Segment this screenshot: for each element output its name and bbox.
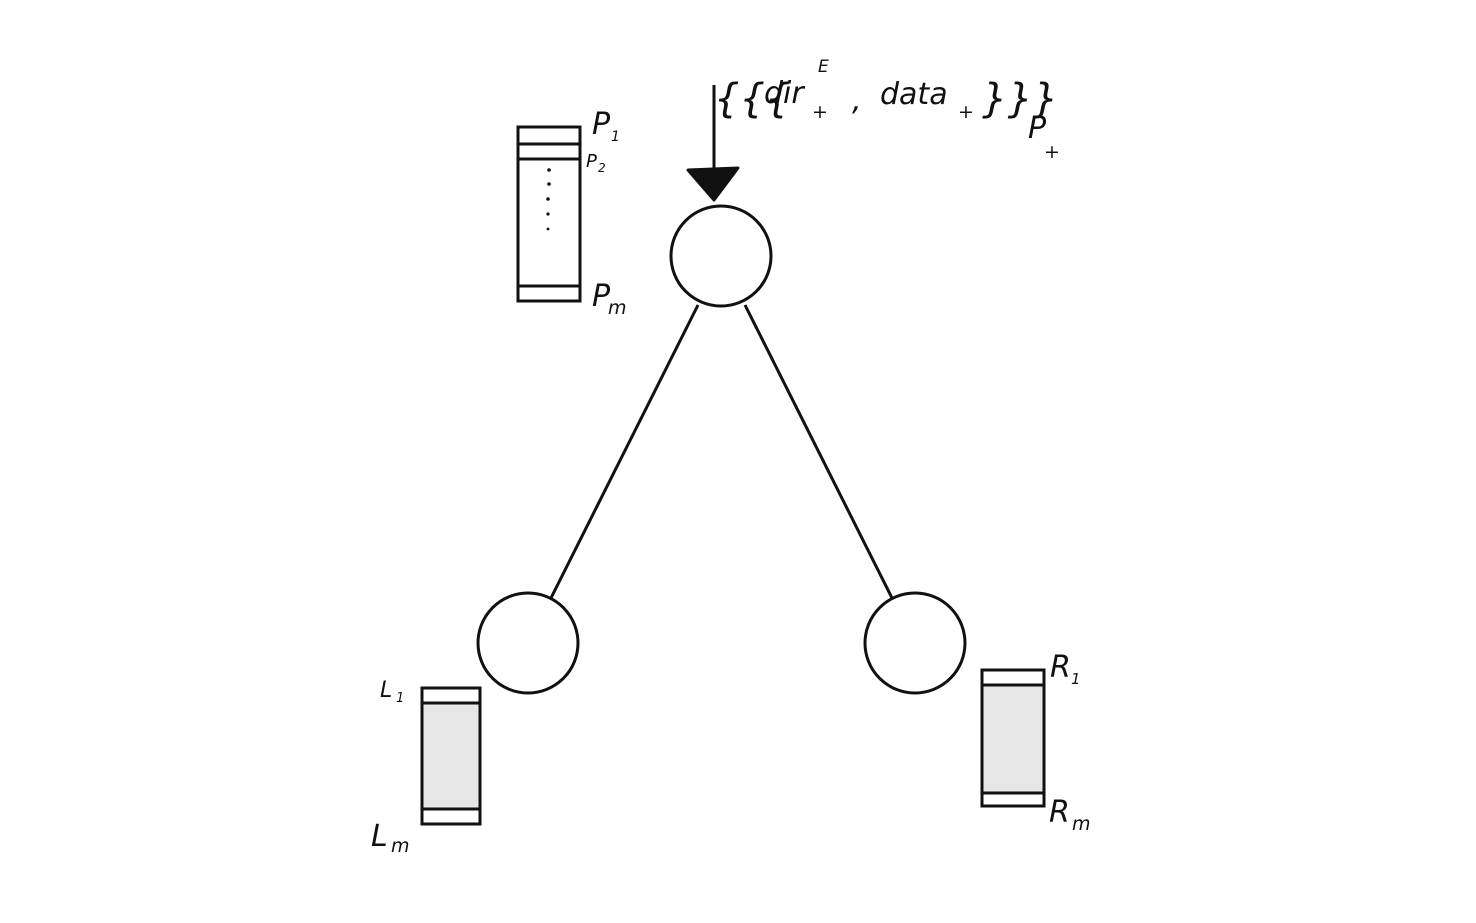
ellipsis-dot — [546, 212, 550, 216]
right-child-buffer — [980, 668, 1046, 808]
left-buffer-slot-1 — [420, 686, 482, 705]
parent-buffer-first-subscript: 1 — [611, 129, 620, 145]
message-p-subscript: + — [1044, 141, 1060, 163]
parent-buffer-first-label: P — [592, 107, 611, 142]
message-open-braces: {{{ — [714, 76, 790, 122]
right-buffer-last-label: R — [1049, 795, 1070, 830]
right-buffer-slot-1 — [980, 668, 1046, 687]
ellipsis-dot — [546, 227, 550, 231]
left-buffer-first-label: L — [380, 678, 392, 703]
ellipsis-dot — [547, 168, 551, 172]
message-close-braces: }}} — [982, 76, 1058, 122]
left-buffer-last-subscript: m — [391, 835, 410, 857]
left-child-node — [476, 591, 580, 695]
message-p-label: P — [1028, 111, 1047, 146]
message-dir-subscript: + — [812, 101, 828, 123]
right-buffer-last-subscript: m — [1072, 813, 1091, 835]
right-buffer-first-label: R — [1050, 650, 1071, 685]
root-node — [669, 204, 773, 308]
parent-buffer-second-subscript: 2 — [598, 161, 606, 175]
ellipsis-dot — [546, 197, 550, 201]
parent-buffer-second-label: P — [586, 151, 597, 172]
message-dir: dir — [764, 76, 805, 111]
edge-root-right — [743, 304, 894, 599]
ellipsis-dot — [547, 182, 551, 186]
arrowhead — [686, 166, 740, 202]
left-child-buffer — [420, 686, 482, 826]
right-buffer-first-subscript: 1 — [1071, 670, 1081, 688]
message-comma: , — [852, 83, 862, 118]
message-dir-superscript: E — [818, 57, 829, 77]
left-buffer-last-label: L — [371, 819, 388, 854]
message-data-subscript: + — [958, 101, 974, 123]
parent-buffer-last-label: P — [592, 279, 611, 314]
right-buffer-slot-m — [980, 791, 1046, 808]
incoming-message-arrow — [686, 85, 740, 202]
message-data: data — [880, 77, 948, 112]
edge-root-left — [549, 304, 700, 599]
parent-buffer — [516, 125, 582, 303]
left-buffer-slot-m — [420, 807, 482, 826]
left-buffer-first-subscript: 1 — [396, 691, 404, 706]
parent-buffer-last-subscript: m — [608, 297, 627, 319]
message-label: {{{ dir E + , data + }}} P + — [714, 57, 1060, 163]
right-child-node — [863, 591, 967, 695]
